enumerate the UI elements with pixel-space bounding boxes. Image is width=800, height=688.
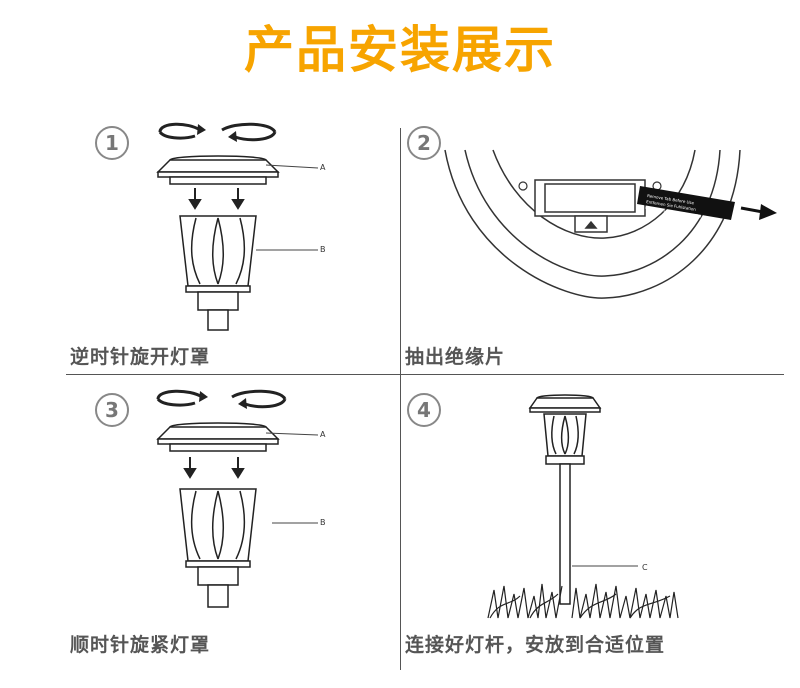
lamp-cap [156, 155, 280, 185]
leader-line [265, 432, 319, 436]
lamp-cap [156, 422, 280, 452]
label-b: B [320, 518, 326, 527]
label-a: A [320, 163, 326, 172]
step-2-number: 2 [407, 126, 441, 160]
grid-divider-vertical [400, 128, 401, 670]
arrow-head-icon [199, 391, 208, 402]
arrow-right-icon [740, 204, 777, 220]
label-a: A [320, 430, 326, 439]
arrow-down-icon [183, 457, 245, 479]
page-title: 产品安装展示 [244, 21, 556, 79]
lamp-body [179, 488, 257, 608]
assembled-lamp [528, 394, 602, 605]
step-4-illustration: C [487, 394, 679, 619]
step-4-number: 4 [407, 393, 441, 427]
step-3-number: 3 [95, 393, 129, 427]
step-1-illustration: A B [156, 122, 326, 331]
step-2-illustration: Remove Tab Before Use Entfernen Sie Fuhl… [444, 149, 777, 299]
rotate-counterclockwise-icon [158, 122, 277, 142]
grass-icon [487, 583, 679, 619]
label-c: C [642, 563, 648, 572]
step-2-caption: 抽出绝缘片 [405, 346, 506, 368]
arrow-head-icon [197, 124, 206, 135]
label-b: B [320, 245, 326, 254]
rotate-clockwise-icon [156, 389, 287, 409]
leader-line [265, 164, 319, 169]
step-1-number: 1 [95, 126, 129, 160]
grid-divider-horizontal [66, 374, 784, 375]
arrow-head-icon [238, 398, 247, 409]
battery-compartment [534, 179, 646, 233]
step-3-illustration: A B [156, 389, 326, 608]
arrow-down-icon [188, 188, 245, 210]
screw-icon [518, 181, 528, 191]
step-3-caption: 顺时针旋紧灯罩 [70, 634, 211, 656]
step-1-caption: 逆时针旋开灯罩 [70, 346, 211, 368]
step-4-caption: 连接好灯杆，安放到合适位置 [405, 634, 666, 656]
arrow-head-icon [228, 131, 237, 142]
insulation-tab: Remove Tab Before Use Entfernen Sie Fuhl… [637, 186, 735, 221]
lamp-body [179, 215, 257, 331]
